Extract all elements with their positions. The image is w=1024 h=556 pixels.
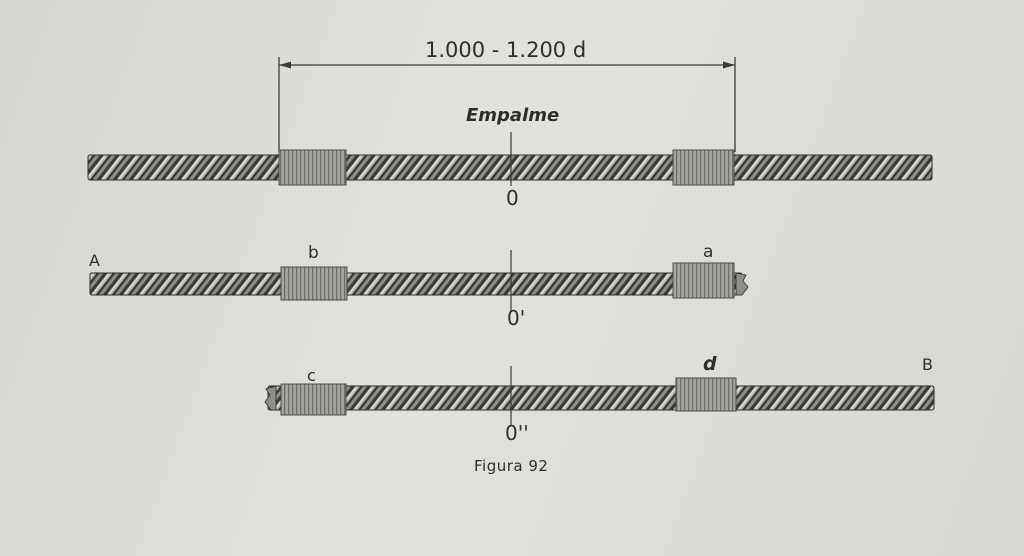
seizing-c (280, 383, 347, 416)
seizing-d (675, 377, 737, 412)
dimension-label: 1.000 - 1.200 d (425, 38, 587, 62)
splice-label: Empalme (466, 105, 560, 126)
seizing-label-c: c (307, 366, 316, 385)
seizing-a (672, 262, 735, 299)
center-label-0-double-prime: 0'' (505, 421, 529, 445)
seizing-b (280, 266, 348, 301)
rope-b (264, 385, 935, 411)
dimension-line (278, 57, 736, 152)
rope-end-label-b: B (922, 355, 933, 374)
figure-caption: Figura 92 (474, 457, 549, 475)
seizing-right-1 (672, 149, 735, 186)
center-label-0-prime: 0' (507, 306, 526, 330)
seizing-label-b: b (308, 243, 319, 263)
center-label-0: 0 (506, 186, 519, 210)
seizing-left-1 (278, 149, 347, 186)
seizing-label-a: a (703, 242, 714, 262)
rope-a (89, 272, 749, 296)
rope-end-label-a: A (89, 251, 100, 270)
rope-spliced (87, 154, 933, 181)
seizing-label-d: d (703, 353, 717, 375)
